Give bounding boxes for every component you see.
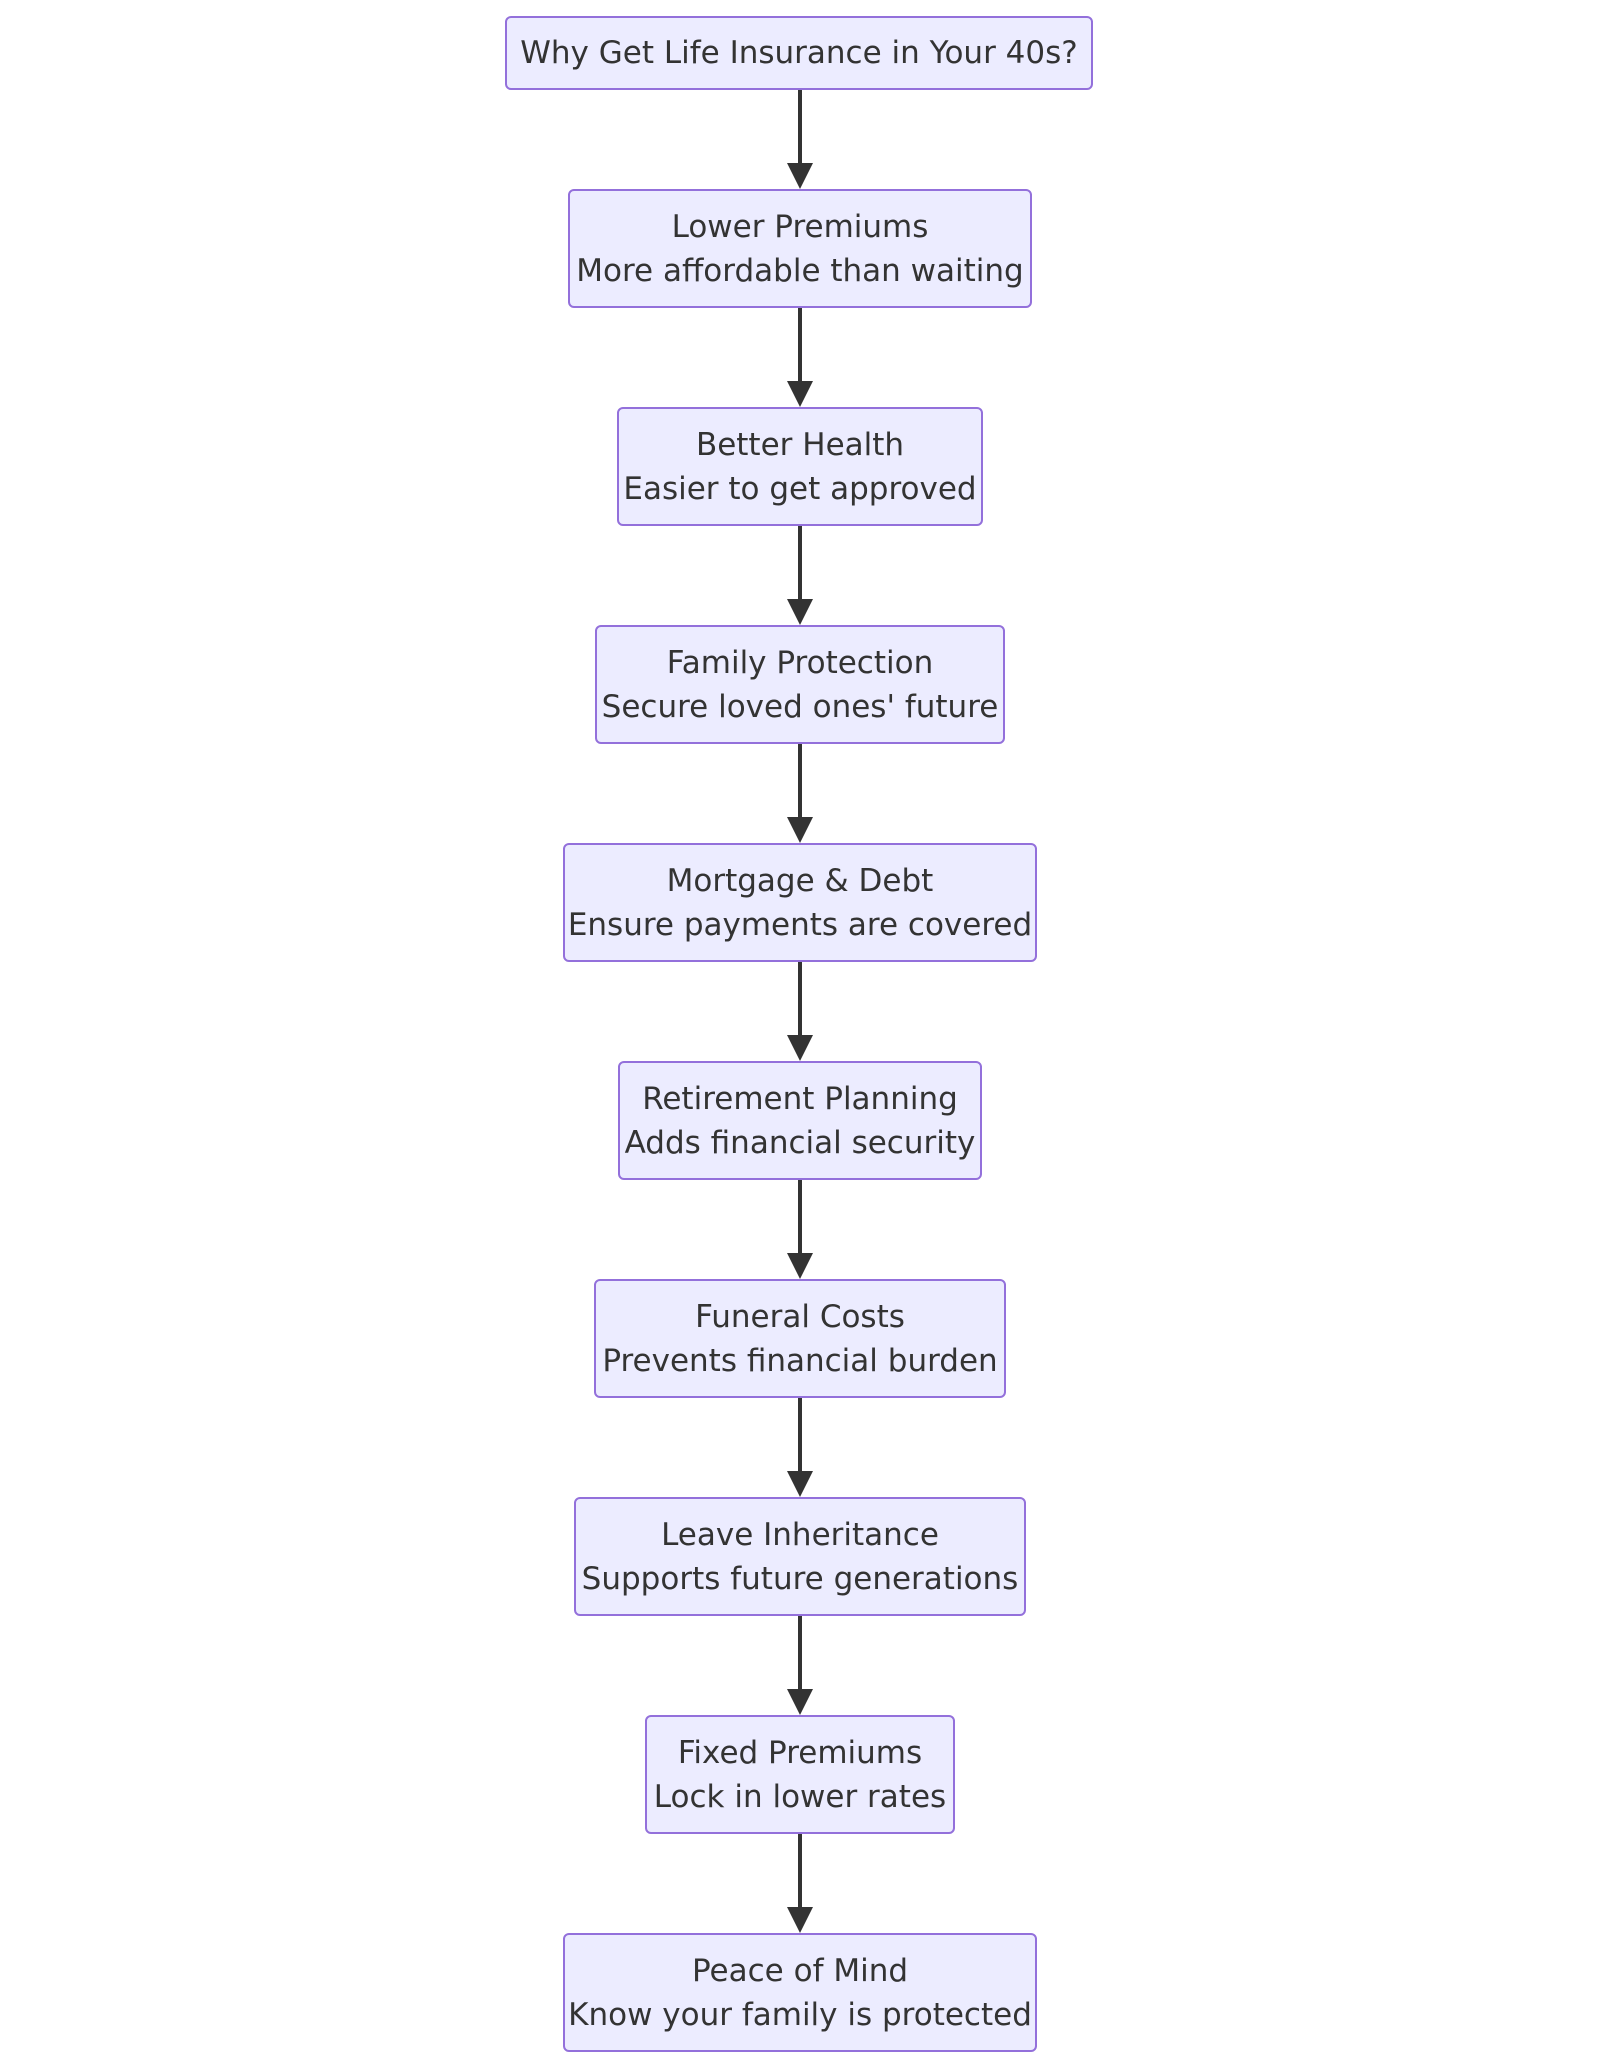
node-description: Know your family is protected	[568, 1996, 1032, 2033]
flow-arrow-root-to-lower-premiums	[798, 90, 802, 165]
node-description: Secure loved ones' future	[601, 688, 999, 725]
node-title: Retirement Planning	[642, 1080, 958, 1117]
node-title: Leave Inheritance	[661, 1516, 939, 1553]
flow-arrow-family-protection-to-mortgage-debt	[798, 744, 802, 819]
flow-arrow-lower-premiums-to-better-health	[798, 308, 802, 383]
arrowhead-icon	[787, 1253, 813, 1279]
node-description: Supports future generations	[581, 1560, 1019, 1597]
flow-arrow-retirement-planning-to-funeral-costs	[798, 1180, 802, 1255]
node-title: Peace of Mind	[691, 1952, 909, 1989]
arrowhead-icon	[787, 1035, 813, 1061]
flow-node-root: Why Get Life Insurance in Your 40s?	[505, 16, 1093, 90]
node-title: Funeral Costs	[695, 1298, 905, 1335]
arrowhead-icon	[787, 381, 813, 407]
node-title: Better Health	[695, 426, 905, 463]
flow-arrow-fixed-premiums-to-peace-of-mind	[798, 1834, 802, 1909]
node-title: Why Get Life Insurance in Your 40s?	[520, 35, 1078, 71]
flow-arrow-better-health-to-family-protection	[798, 526, 802, 601]
node-description: Adds financial security	[624, 1124, 976, 1161]
node-title: Mortgage & Debt	[666, 862, 934, 899]
arrowhead-icon	[787, 1689, 813, 1715]
flow-arrow-funeral-costs-to-leave-inheritance	[798, 1398, 802, 1473]
arrowhead-icon	[787, 163, 813, 189]
flow-arrow-leave-inheritance-to-fixed-premiums	[798, 1616, 802, 1691]
node-description: Ensure payments are covered	[567, 906, 1033, 943]
arrowhead-icon	[787, 1471, 813, 1497]
arrowhead-icon	[787, 817, 813, 843]
node-title: Fixed Premiums	[677, 1734, 923, 1771]
arrowhead-icon	[787, 1907, 813, 1933]
node-title: Family Protection	[666, 644, 934, 681]
node-description: Lock in lower rates	[653, 1778, 947, 1815]
flow-arrow-mortgage-debt-to-retirement-planning	[798, 962, 802, 1037]
node-title: Lower Premiums	[671, 208, 929, 245]
node-description: Prevents financial burden	[602, 1342, 998, 1379]
node-description: Easier to get approved	[623, 470, 977, 507]
arrowhead-icon	[787, 599, 813, 625]
node-description: More affordable than waiting	[576, 252, 1024, 289]
